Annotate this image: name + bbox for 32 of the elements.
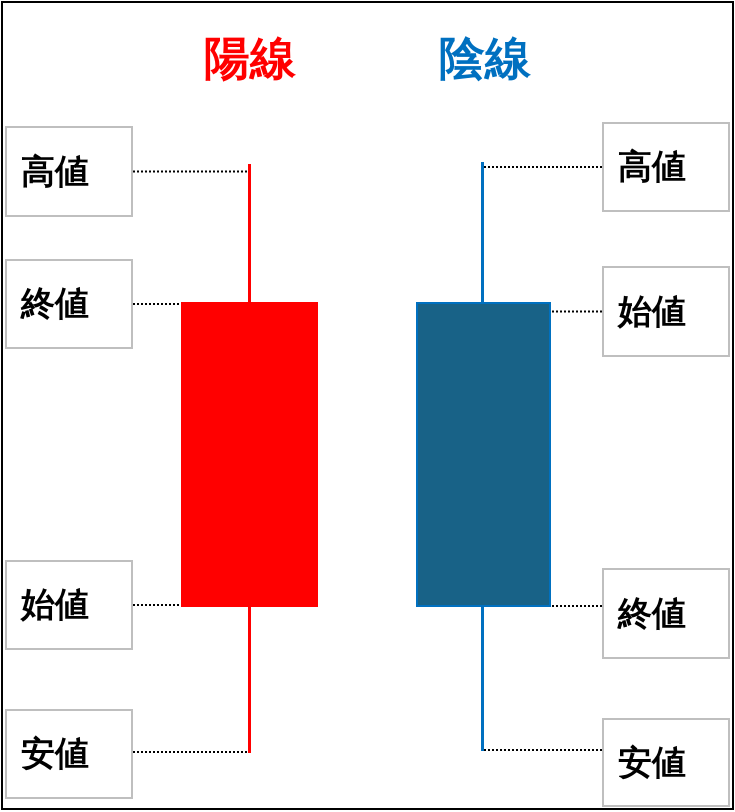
price-label-box [602,122,730,212]
leader-line [133,170,248,172]
leader-line [551,310,602,312]
price-label-box [5,126,133,217]
price-label: 安値 [618,742,686,784]
leader-line [551,605,602,607]
price-label: 高値 [618,146,686,189]
price-label-box [5,560,133,650]
price-label-box [5,709,133,799]
price-label-box [602,266,730,357]
wick-line [248,164,251,302]
leader-line [484,749,602,751]
price-label: 始値 [21,584,89,627]
price-label-box [5,259,133,349]
price-label: 高値 [21,150,89,194]
leader-line [133,604,181,606]
candle-body [416,302,551,607]
wick-line [248,607,251,753]
leader-line [484,166,602,168]
leader-line [133,751,248,753]
price-label: 始値 [618,290,686,334]
candle-heading: 陰線 [439,30,531,87]
wick-line [481,162,484,302]
candle-heading: 陽線 [204,30,296,87]
price-label-box [602,718,730,807]
candle-body [181,302,318,607]
price-label: 終値 [21,283,89,326]
price-label: 終値 [618,592,686,636]
price-label-box [602,568,730,659]
leader-line [133,303,181,305]
wick-line [481,607,484,751]
price-label: 安値 [21,733,89,776]
